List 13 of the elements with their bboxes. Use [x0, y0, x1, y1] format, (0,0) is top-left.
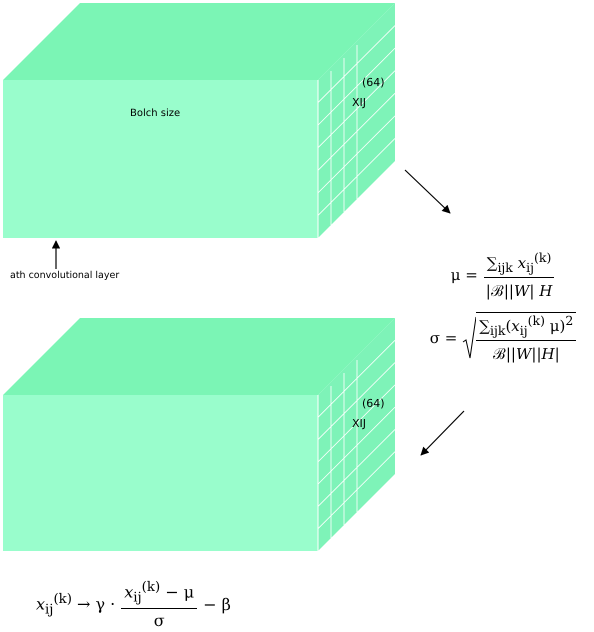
formula-numerator: ∑$_{ijk}$(x$_{ij}$$^{(k)}$ μ)$^{2}$	[476, 313, 576, 341]
formula-numerator: x$_{ij}$$^{(k)}$ − μ	[121, 580, 198, 609]
formula-text: x$_{ij}$$^{(k)}$ → γ ·	[36, 592, 116, 618]
arrow	[420, 410, 464, 456]
formula-denominator: ℬ||W||H|	[492, 344, 561, 363]
formula-text: μ =	[450, 266, 478, 284]
arrow	[404, 170, 451, 214]
formula-text: − β	[203, 595, 231, 614]
formula-denominator: σ	[152, 610, 166, 630]
formula-denominator: |ℬ||W| H	[484, 281, 554, 300]
formula-text: σ =	[430, 328, 458, 346]
arrow	[52, 240, 60, 269]
layer-label: ath convolutional layer	[10, 270, 125, 286]
